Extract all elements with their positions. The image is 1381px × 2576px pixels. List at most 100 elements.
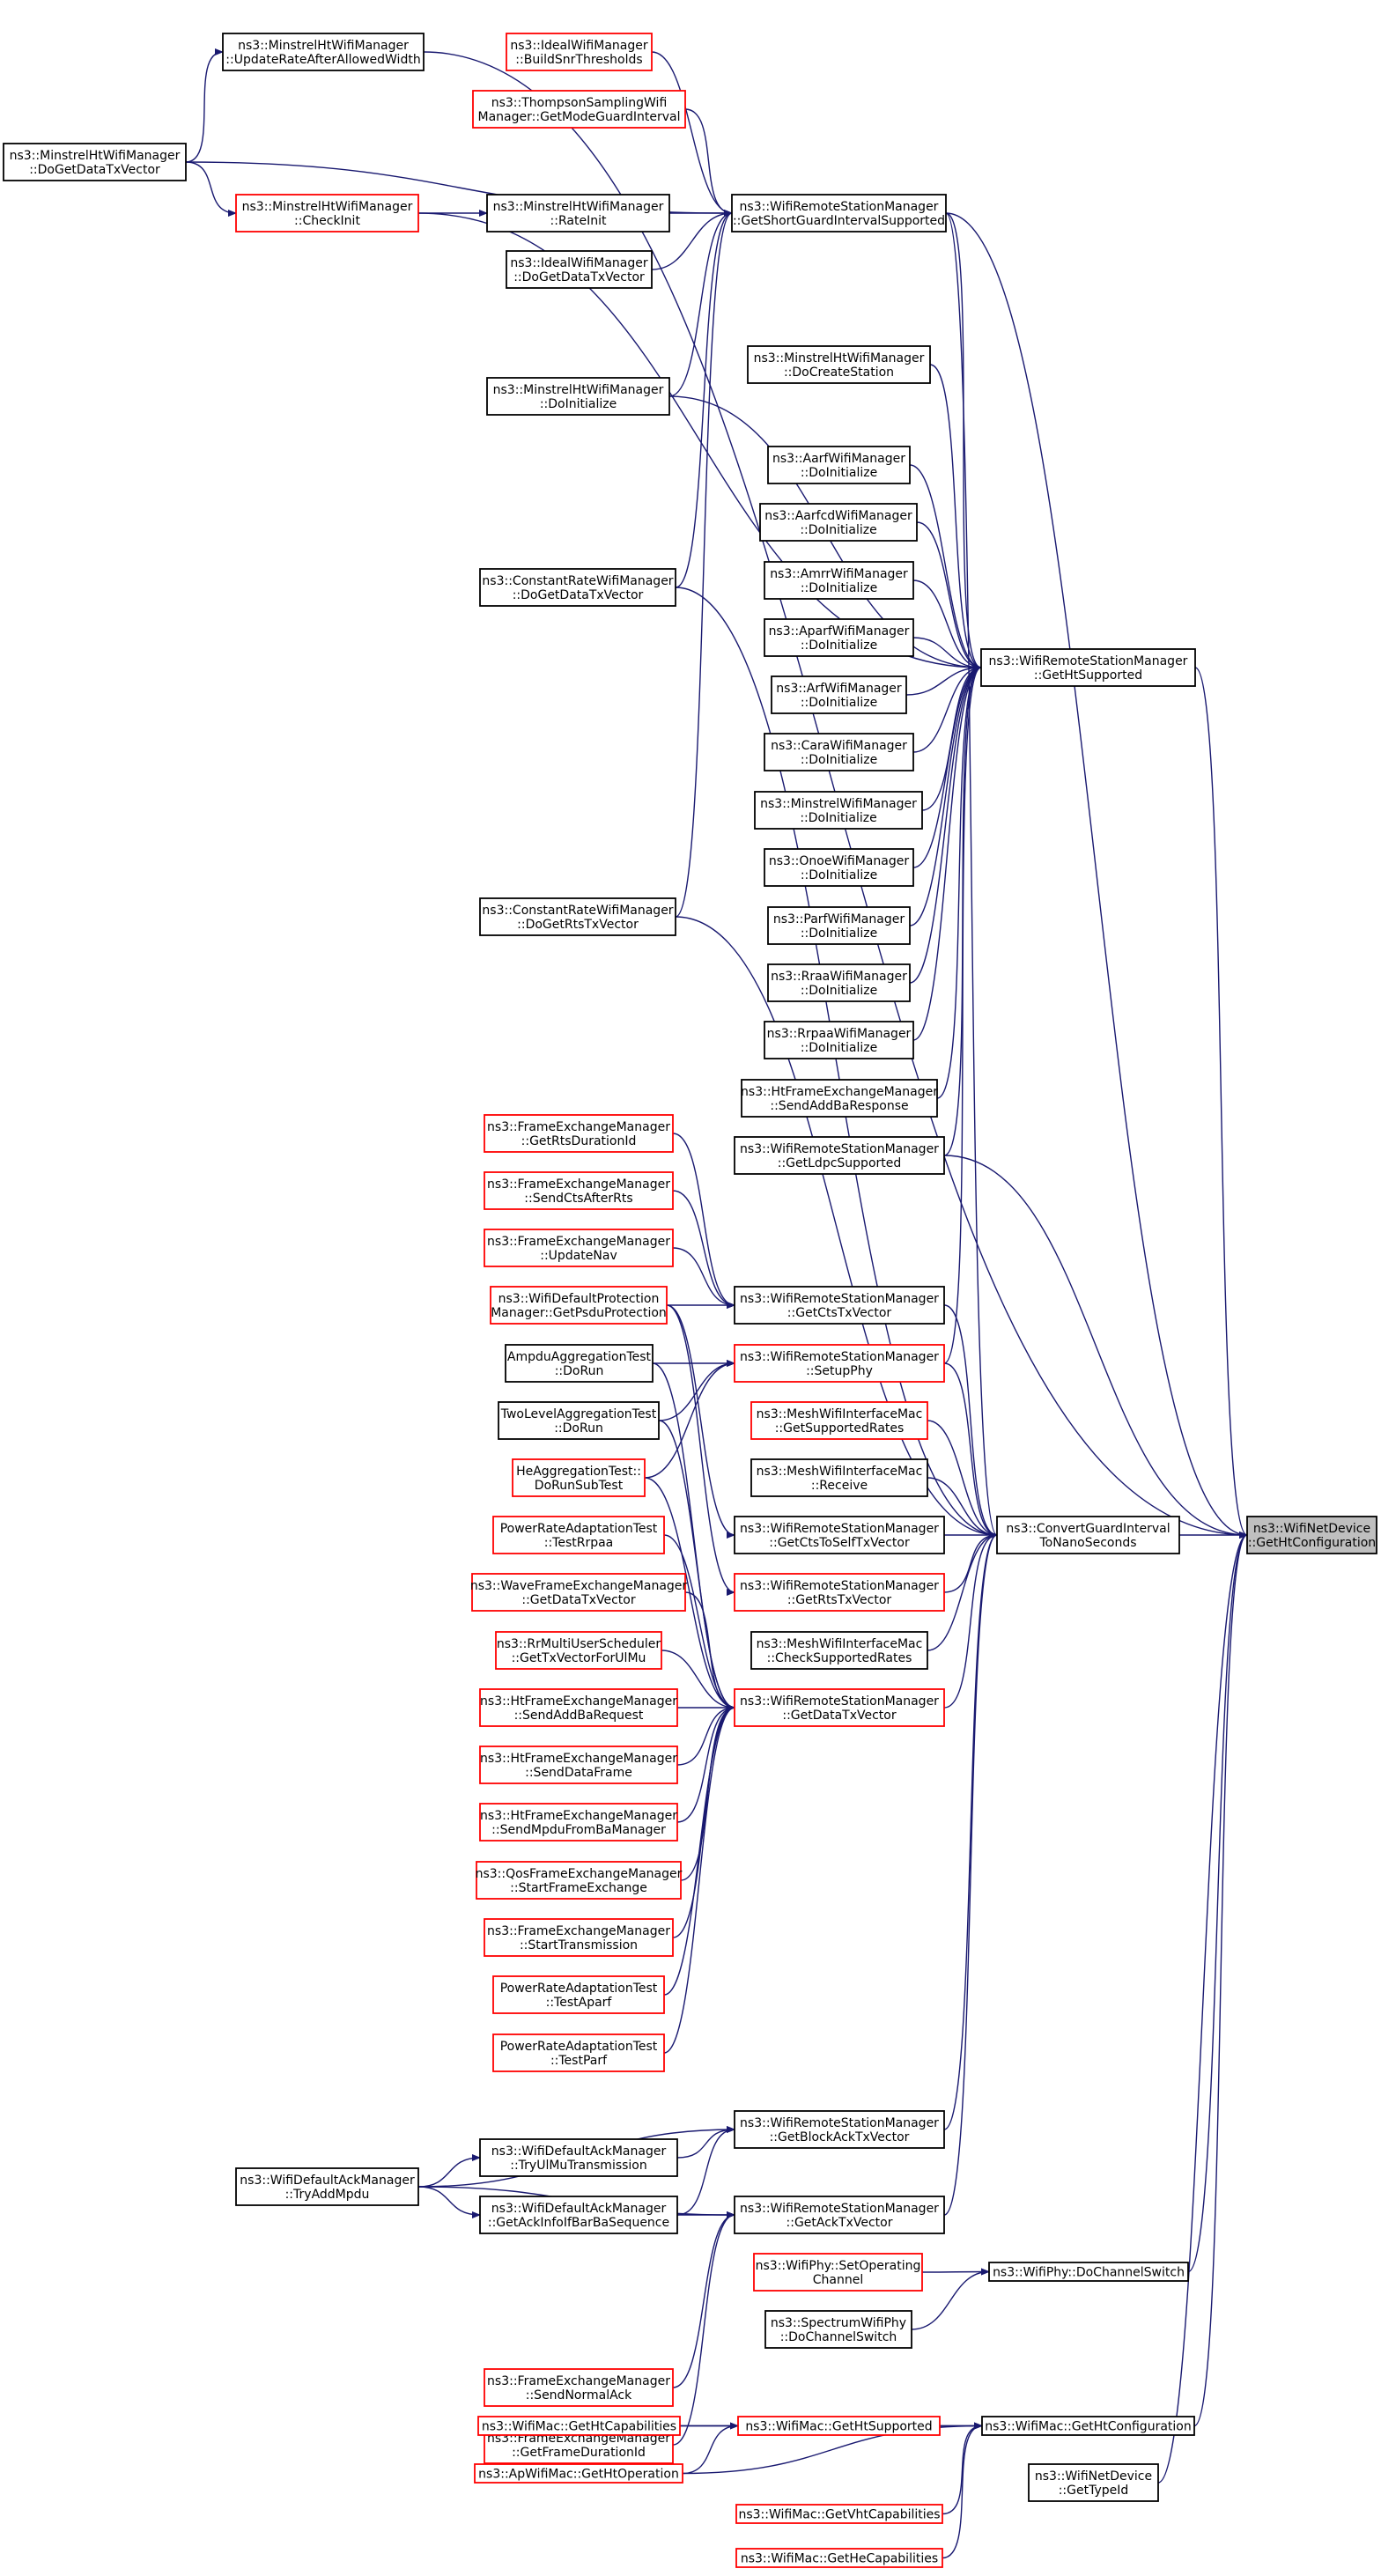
node-pra-test-aparf[interactable]: PowerRateAdaptationTest::TestAparf — [492, 1975, 665, 2014]
node-ideal-build-snr[interactable]: ns3::IdealWifiManager::BuildSnrThreshold… — [506, 33, 653, 71]
node-label-line: ::GetTxVectorForUlMu — [512, 1651, 646, 1665]
node-mh-update-rate[interactable]: ns3::MinstrelHtWifiManager::UpdateRateAf… — [222, 33, 425, 71]
node-phy-do-ch-sw[interactable]: ns3::WifiPhy::DoChannelSwitch — [988, 2262, 1189, 2282]
node-label-line: ::SendDataFrame — [525, 1766, 632, 1780]
call-edge — [905, 664, 982, 696]
node-mesh-check-rates[interactable]: ns3::MeshWifiInterfaceMac::CheckSupporte… — [750, 1631, 928, 1670]
node-onoe[interactable]: ns3::OnoeWifiManager::DoInitialize — [764, 848, 914, 887]
node-box — [492, 1975, 665, 2014]
node-label-line: ns3::HtFrameExchangeManager — [480, 1809, 677, 1823]
node-label-line: ::SendAddBaRequest — [514, 1709, 644, 1723]
node-rr-mu-sched[interactable]: ns3::RrMultiUserScheduler::GetTxVectorFo… — [495, 1631, 662, 1670]
node-ht-send-mpdu[interactable]: ns3::HtFrameExchangeManager::SendMpduFro… — [479, 1803, 678, 1842]
node-label-line: ::GetHtConfiguration — [1248, 1536, 1376, 1550]
node-rsm-get-ack[interactable]: ns3::WifiRemoteStationManager::GetAckTxV… — [734, 2196, 945, 2234]
node-label-line: ns3::WifiRemoteStationManager — [989, 654, 1188, 668]
node-rrpaa[interactable]: ns3::RrpaaWifiManager::DoInitialize — [764, 1021, 914, 1059]
node-label-line: ::GetDataTxVector — [521, 1593, 636, 1607]
node-mac-get-ht-conf[interactable]: ns3::WifiMac::GetHtConfiguration — [981, 2416, 1195, 2436]
node-wda-try-ul-mu[interactable]: ns3::WifiDefaultAckManager::TryUlMuTrans… — [479, 2138, 678, 2177]
node-label-line: PowerRateAdaptationTest — [500, 2040, 658, 2054]
node-fem-start-tx[interactable]: ns3::FrameExchangeManager::StartTransmis… — [484, 1918, 674, 1957]
node-minstrel[interactable]: ns3::MinstrelWifiManager::DoInitialize — [754, 791, 923, 830]
call-edge — [927, 1420, 998, 1539]
node-label-line: ns3::WifiDefaultAckManager — [240, 2174, 415, 2188]
node-label-line: ns3::WifiPhy::DoChannelSwitch — [993, 2266, 1185, 2280]
node-label-line: ::GetBlockAckTxVector — [770, 2130, 910, 2144]
node-rsm-setup-phy[interactable]: ns3::WifiRemoteStationManager::SetupPhy — [734, 1344, 945, 1383]
node-rsm-get-cts[interactable]: ns3::WifiRemoteStationManager::GetCtsTxV… — [734, 1286, 945, 1325]
call-edge — [672, 1190, 735, 1309]
node-wdp-get-psdu[interactable]: ns3::WifiDefaultProtectionManager::GetPs… — [490, 1286, 668, 1325]
node-rsm-get-rts[interactable]: ns3::WifiRemoteStationManager::GetRtsTxV… — [734, 1573, 945, 1612]
node-fem-get-rts-dur[interactable]: ns3::FrameExchangeManager::GetRtsDuratio… — [484, 1114, 674, 1153]
node-mh-rate-init[interactable]: ns3::MinstrelHtWifiManager::RateInit — [486, 194, 670, 233]
node-ampdu-test[interactable]: AmpduAggregationTest::DoRun — [505, 1344, 654, 1383]
node-wda-try-add-mpdu[interactable]: ns3::WifiDefaultAckManager::TryAddMpdu — [235, 2167, 419, 2206]
node-pra-test-rrpaa[interactable]: PowerRateAdaptationTest::TestRrpaa — [492, 1516, 665, 1554]
node-label-line: ns3::ParfWifiManager — [773, 912, 905, 926]
node-aarf[interactable]: ns3::AarfWifiManager::DoInitialize — [767, 446, 911, 484]
node-mh-do-create[interactable]: ns3::MinstrelHtWifiManager::DoCreateStat… — [747, 345, 931, 384]
node-mh-check-init[interactable]: ns3::MinstrelHtWifiManager::CheckInit — [235, 194, 419, 233]
node-label-line: ns3::ConvertGuardInterval — [1006, 1522, 1170, 1536]
node-rsm-get-cts-to-self[interactable]: ns3::WifiRemoteStationManager::GetCtsToS… — [734, 1516, 945, 1554]
node-fem-send-cts[interactable]: ns3::FrameExchangeManager::SendCtsAfterR… — [484, 1171, 674, 1210]
node-rsm-short-gi[interactable]: ns3::WifiRemoteStationManager::GetShortG… — [731, 194, 947, 233]
node-pra-test-parf[interactable]: PowerRateAdaptationTest::TestParf — [492, 2033, 665, 2072]
node-mac-get-ht-supp[interactable]: ns3::WifiMac::GetHtSupported — [737, 2416, 941, 2436]
node-box — [498, 1401, 660, 1440]
node-ht-send-add-ba-resp[interactable]: ns3::HtFrameExchangeManager::SendAddBaRe… — [741, 1079, 938, 1118]
node-label-line: ns3::MeshWifiInterfaceMac — [757, 1407, 923, 1421]
node-spec-do-ch-sw[interactable]: ns3::SpectrumWifiPhy::DoChannelSwitch — [764, 2310, 912, 2349]
node-aparf[interactable]: ns3::AparfWifiManager::DoInitialize — [764, 618, 914, 657]
node-ht-send-add-ba-req[interactable]: ns3::HtFrameExchangeManager::SendAddBaRe… — [479, 1688, 678, 1727]
node-ap-mac-get-ht-op[interactable]: ns3::ApWifiMac::GetHtOperation — [474, 2463, 683, 2484]
node-qos-start-fe[interactable]: ns3::QosFrameExchangeManager::StartFrame… — [476, 1861, 683, 1900]
node-fem-update-nav[interactable]: ns3::FrameExchangeManager::UpdateNav — [484, 1229, 674, 1267]
node-mac-get-he-cap[interactable]: ns3::WifiMac::GetHeCapabilities — [735, 2548, 943, 2568]
node-ht-send-data-frame[interactable]: ns3::HtFrameExchangeManager::SendDataFra… — [479, 1746, 678, 1784]
node-fem-send-normal-ack[interactable]: ns3::FrameExchangeManager::SendNormalAck — [484, 2368, 674, 2407]
node-net-dev-get-ht-conf[interactable]: ns3::WifiNetDevice::GetHtConfiguration — [1246, 1516, 1377, 1554]
node-label-line: ::GetCtsToSelfTxVector — [769, 1536, 910, 1550]
node-box — [506, 33, 653, 71]
node-wave-get-data[interactable]: ns3::WaveFrameExchangeManager::GetDataTx… — [470, 1573, 688, 1612]
node-label-line: ns3::FrameExchangeManager — [487, 1177, 670, 1192]
node-label-line: ns3::WifiRemoteStationManager — [740, 1522, 939, 1536]
node-mh-do-get-data[interactable]: ns3::MinstrelHtWifiManager::DoGetDataTxV… — [3, 143, 187, 181]
node-label-line: ns3::WifiRemoteStationManager — [740, 1694, 939, 1709]
node-wda-get-ack-info[interactable]: ns3::WifiDefaultAckManager::GetAckInfoIf… — [479, 2196, 678, 2234]
node-cr-do-get-data[interactable]: ns3::ConstantRateWifiManager::DoGetDataT… — [479, 568, 676, 607]
node-rsm-ht-supported[interactable]: ns3::WifiRemoteStationManager::GetHtSupp… — [980, 648, 1196, 687]
node-rsm-ldpc[interactable]: ns3::WifiRemoteStationManager::GetLdpcSu… — [734, 1136, 945, 1175]
node-arf[interactable]: ns3::ArfWifiManager::DoInitialize — [771, 675, 907, 714]
node-cara[interactable]: ns3::CaraWifiManager::DoInitialize — [764, 733, 914, 771]
node-amrr[interactable]: ns3::AmrrWifiManager::DoInitialize — [764, 561, 914, 600]
node-parf[interactable]: ns3::ParfWifiManager::DoInitialize — [767, 906, 911, 945]
node-mesh-get-rates[interactable]: ns3::MeshWifiInterfaceMac::GetSupportedR… — [750, 1401, 928, 1440]
node-thompson-gi[interactable]: ns3::ThompsonSamplingWifiManager::GetMod… — [472, 90, 686, 129]
node-box — [1028, 2463, 1159, 2502]
node-he-agg-test[interactable]: HeAggregationTest::DoRunSubTest — [512, 1458, 646, 1497]
node-mac-get-vht-cap[interactable]: ns3::WifiMac::GetVhtCapabilities — [735, 2504, 943, 2524]
node-aarfcd[interactable]: ns3::AarfcdWifiManager::DoInitialize — [759, 503, 918, 542]
node-rsm-get-block-ack[interactable]: ns3::WifiRemoteStationManager::GetBlockA… — [734, 2110, 945, 2149]
node-cr-do-get-rts[interactable]: ns3::ConstantRateWifiManager::DoGetRtsTx… — [479, 897, 676, 936]
node-ideal-do-get-data[interactable]: ns3::IdealWifiManager::DoGetDataTxVector — [506, 250, 653, 289]
node-rsm-get-data[interactable]: ns3::WifiRemoteStationManager::GetDataTx… — [734, 1688, 945, 1727]
node-mh-do-init[interactable]: ns3::MinstrelHtWifiManager::DoInitialize — [486, 377, 670, 416]
node-rraa[interactable]: ns3::RraaWifiManager::DoInitialize — [767, 963, 911, 1002]
node-two-level-test[interactable]: TwoLevelAggregationTest::DoRun — [498, 1401, 660, 1440]
node-mac-get-ht-cap[interactable]: ns3::WifiMac::GetHtCapabilities — [477, 2416, 681, 2436]
node-net-dev-get-type-id[interactable]: ns3::WifiNetDevice::GetTypeId — [1028, 2463, 1159, 2502]
node-label-line: ns3::MeshWifiInterfaceMac — [757, 1637, 923, 1651]
node-box — [484, 1114, 674, 1153]
node-label-line: ns3::WifiNetDevice — [1035, 2469, 1152, 2484]
call-edge — [668, 210, 733, 397]
node-label-line: ns3::WifiRemoteStationManager — [740, 1142, 939, 1156]
node-mesh-receive[interactable]: ns3::MeshWifiInterfaceMac::Receive — [750, 1458, 928, 1497]
node-box — [734, 2196, 945, 2234]
